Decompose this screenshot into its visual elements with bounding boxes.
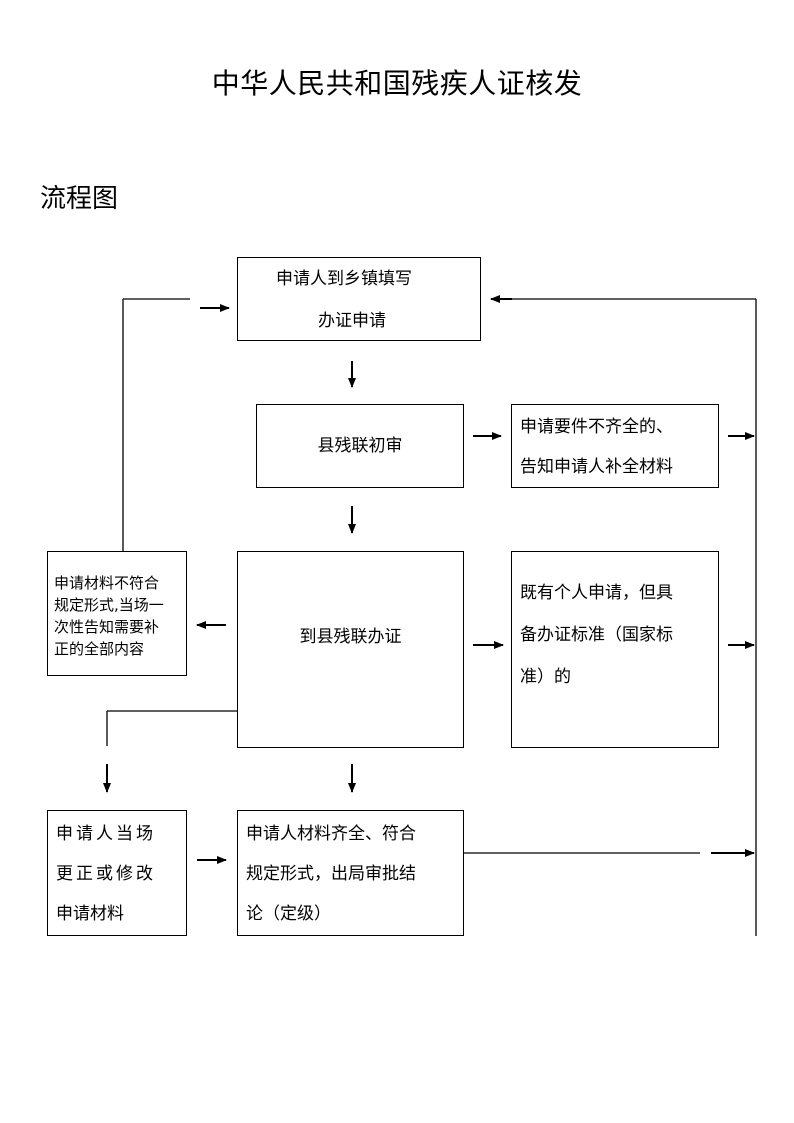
box-correct: 申请人当场 更正或修改 申请材料 xyxy=(47,810,187,936)
box-apply: 申请人到乡镇填写 办证申请 xyxy=(237,257,481,341)
box-apply-line1: 申请人到乡镇填写 xyxy=(276,269,412,289)
box-complete-line1: 申请人材料齐全、符合 xyxy=(246,824,416,844)
box-correct-line1: 申请人当场 xyxy=(56,824,156,844)
box-not-conform-line3: 次性告知需要补 xyxy=(54,618,160,636)
box-county-office-text: 到县残联办证 xyxy=(299,626,402,647)
box-standard-line3: 准）的 xyxy=(520,667,571,687)
box-initial-review-text: 县残联初审 xyxy=(317,436,403,456)
box-apply-line2: 办证申请 xyxy=(318,311,386,331)
box-correct-line3: 申请材料 xyxy=(56,904,124,924)
box-standard-line2: 备办证标准（国家标 xyxy=(520,625,673,645)
box-not-conform-line4: 正的全部内容 xyxy=(54,640,145,658)
box-incomplete: 申请要件不齐全的、 告知申请人补全材料 xyxy=(511,404,719,488)
box-incomplete-line2: 告知申请人补全材料 xyxy=(520,457,673,477)
box-complete-line3: 论（定级） xyxy=(246,904,331,924)
box-complete: 申请人材料齐全、符合 规定形式，出局审批结 论（定级） xyxy=(237,810,464,936)
box-not-conform-line2: 规定形式,当场一 xyxy=(54,596,164,614)
box-standard: 既有个人申请，但具 备办证标准（国家标 准）的 xyxy=(511,551,719,748)
box-county-office: 到县残联办证 xyxy=(237,551,464,748)
box-not-conform-line1: 申请材料不符合 xyxy=(54,574,160,592)
box-complete-line2: 规定形式，出局审批结 xyxy=(246,864,416,884)
flowchart-subtitle: 流程图 xyxy=(40,184,119,214)
page-title: 中华人民共和国残疾人证核发 xyxy=(211,67,583,100)
box-standard-line1: 既有个人申请，但具 xyxy=(520,583,673,603)
box-initial-review: 县残联初审 xyxy=(256,404,464,488)
box-not-conform: 申请材料不符合 规定形式,当场一 次性告知需要补 正的全部内容 xyxy=(47,551,187,676)
box-incomplete-line1: 申请要件不齐全的、 xyxy=(520,417,673,437)
box-correct-line2: 更正或修改 xyxy=(56,864,156,884)
